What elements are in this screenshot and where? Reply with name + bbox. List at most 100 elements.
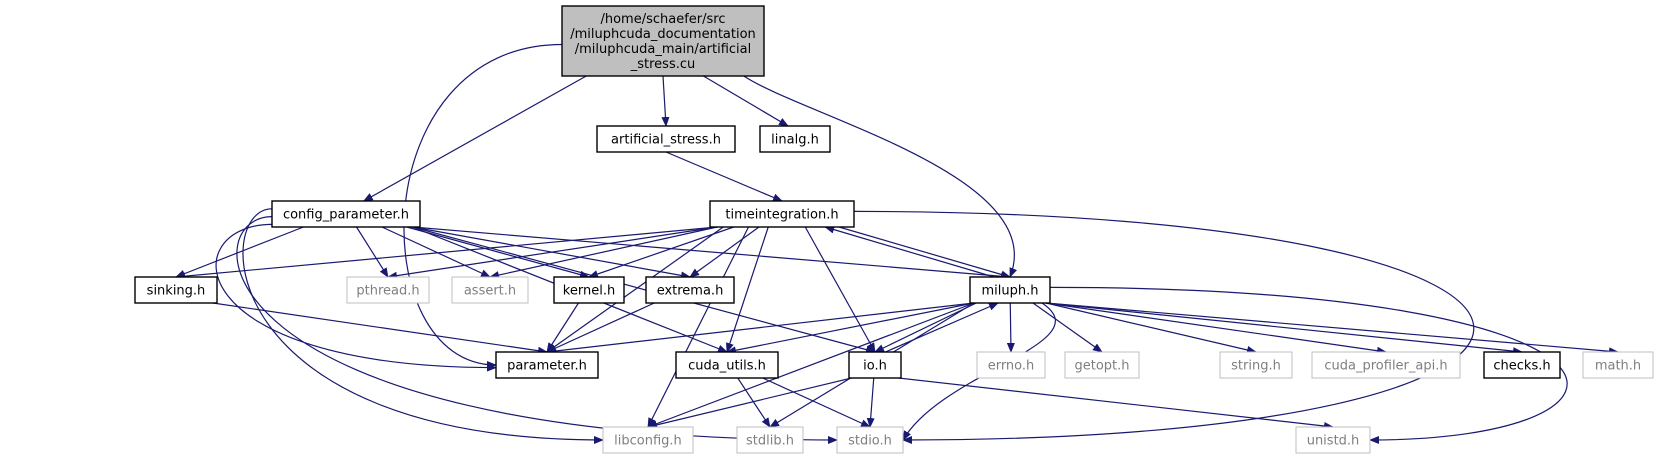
- edge-io-h-to-libconfig-h: [647, 377, 852, 429]
- node-box: [976, 351, 1046, 379]
- node-extrema-h[interactable]: extrema.h: [645, 276, 735, 304]
- node-label: sinking.h: [147, 284, 206, 299]
- edge-miluph-h-to-cuda-utils-h: [726, 302, 975, 355]
- node-checks-h[interactable]: checks.h: [1483, 351, 1561, 379]
- edge-io-h-to-stdio-h: [866, 377, 875, 428]
- edge-root-to-parameter-h: [403, 43, 563, 369]
- node-timeintegration-h[interactable]: timeintegration.h: [709, 200, 855, 228]
- node-box: [675, 351, 779, 379]
- node-box: [596, 125, 736, 153]
- node-root[interactable]: /home/schaefer/src/miluphcuda_documentat…: [561, 5, 765, 77]
- edge-cuda-utils-h-to-stdlib-h: [737, 377, 771, 428]
- node-label: extrema.h: [657, 284, 724, 299]
- edge-config-parameter-h-to-parameter-h: [215, 223, 497, 372]
- edge-miluph-h-to-cuda-profiler-api-h: [1045, 302, 1387, 355]
- node-box: [645, 276, 735, 304]
- node-artificial-stress-h[interactable]: artificial_stress.h: [596, 125, 736, 153]
- edge-config-parameter-h-to-stdio-h: [236, 216, 838, 444]
- node-label: config_parameter.h: [283, 208, 409, 223]
- node-cuda-utils-h[interactable]: cuda_utils.h: [675, 351, 779, 379]
- edge-root-to-artificial-stress-h: [661, 75, 670, 127]
- node-box: [1483, 351, 1561, 379]
- node-linalg-h[interactable]: linalg.h: [759, 125, 831, 153]
- node-label: libconfig.h: [614, 434, 682, 449]
- node-box: [346, 276, 430, 304]
- node-box: [495, 351, 599, 379]
- node-label: miluph.h: [982, 284, 1039, 299]
- node-io-h[interactable]: io.h: [848, 351, 902, 379]
- edge-kernel-h-to-parameter-h: [546, 302, 580, 353]
- node-label: _stress.cu: [630, 57, 696, 72]
- node-stdio-h: stdio.h: [836, 426, 904, 454]
- edge-config-parameter-h-to-miluph-h: [412, 226, 1011, 281]
- node-label: stdio.h: [848, 434, 892, 449]
- node-label: linalg.h: [771, 133, 819, 148]
- node-box: [836, 426, 904, 454]
- node-box: [709, 200, 855, 228]
- edge-io-h-to-unistd-h: [898, 377, 1334, 430]
- node-box: [848, 351, 902, 379]
- node-label: cuda_profiler_api.h: [1324, 359, 1447, 374]
- node-box: [271, 200, 421, 228]
- node-label: /miluphcuda_documentation: [570, 27, 756, 42]
- edge-timeintegration-h-to-kernel-h: [588, 226, 734, 278]
- edge-config-parameter-h-to-libconfig-h: [242, 208, 604, 444]
- edge-miluph-h-to-math-h: [1045, 302, 1619, 356]
- node-cuda-profiler-api-h: cuda_profiler_api.h: [1311, 351, 1461, 379]
- node-box: [969, 276, 1051, 304]
- node-unistd-h: unistd.h: [1295, 426, 1371, 454]
- edge-timeintegration-h-to-pthread-h: [387, 226, 718, 280]
- node-label: /miluphcuda_main/artificial: [575, 42, 752, 57]
- node-label: stdlib.h: [746, 434, 794, 449]
- node-box: [602, 426, 694, 454]
- node-box: [451, 276, 529, 304]
- node-label: checks.h: [1493, 359, 1550, 374]
- node-label: io.h: [863, 359, 887, 374]
- node-box: [553, 276, 625, 304]
- node-errno-h: errno.h: [976, 351, 1046, 379]
- edge-miluph-h-to-timeintegration-h: [824, 225, 995, 278]
- node-label: unistd.h: [1307, 434, 1360, 449]
- edge-miluph-h-to-errno-h: [1006, 302, 1015, 353]
- node-box: [1219, 351, 1293, 379]
- node-assert-h: assert.h: [451, 276, 529, 304]
- node-box: [736, 426, 804, 454]
- node-label: getopt.h: [1074, 359, 1129, 374]
- edge-timeintegration-h-to-io-h: [804, 226, 876, 353]
- node-label: cuda_utils.h: [688, 359, 766, 374]
- edge-config-parameter-h-to-pthread-h: [355, 226, 389, 278]
- node-box: [1582, 351, 1654, 379]
- node-label: /home/schaefer/src: [600, 12, 725, 27]
- node-label: errno.h: [988, 359, 1035, 374]
- node-config-parameter-h[interactable]: config_parameter.h: [271, 200, 421, 228]
- edge-miluph-h-to-getopt-h: [1032, 302, 1103, 353]
- edge-extrema-h-to-parameter-h: [546, 302, 655, 353]
- node-box: [1295, 426, 1371, 454]
- edge-timeintegration-h-to-cuda-utils-h: [726, 226, 769, 353]
- edge-timeintegration-h-to-libconfig-h: [647, 226, 750, 428]
- edge-miluph-h-to-libconfig-h: [647, 302, 975, 428]
- node-libconfig-h: libconfig.h: [602, 426, 694, 454]
- node-miluph-h[interactable]: miluph.h: [969, 276, 1051, 304]
- node-label: string.h: [1231, 359, 1281, 374]
- edge-config-parameter-h-to-assert-h: [381, 226, 491, 278]
- node-label: pthread.h: [356, 284, 419, 299]
- node-kernel-h[interactable]: kernel.h: [553, 276, 625, 304]
- node-box: [561, 5, 765, 77]
- edge-miluph-h-to-parameter-h: [546, 302, 975, 355]
- node-label: assert.h: [464, 284, 516, 299]
- edge-miluph-h-to-io-h: [874, 302, 977, 353]
- node-label: parameter.h: [507, 359, 587, 374]
- edge-root-to-miluph-h: [743, 75, 1018, 278]
- node-label: kernel.h: [563, 284, 615, 299]
- node-label: timeintegration.h: [725, 208, 838, 223]
- edge-timeintegration-h-to-assert-h: [489, 226, 718, 279]
- node-pthread-h: pthread.h: [346, 276, 430, 304]
- node-string-h: string.h: [1219, 351, 1293, 379]
- edge-root-to-linalg-h: [703, 75, 789, 127]
- node-getopt-h: getopt.h: [1064, 351, 1140, 379]
- node-parameter-h[interactable]: parameter.h: [495, 351, 599, 379]
- node-sinking-h[interactable]: sinking.h: [134, 276, 218, 304]
- node-box: [134, 276, 218, 304]
